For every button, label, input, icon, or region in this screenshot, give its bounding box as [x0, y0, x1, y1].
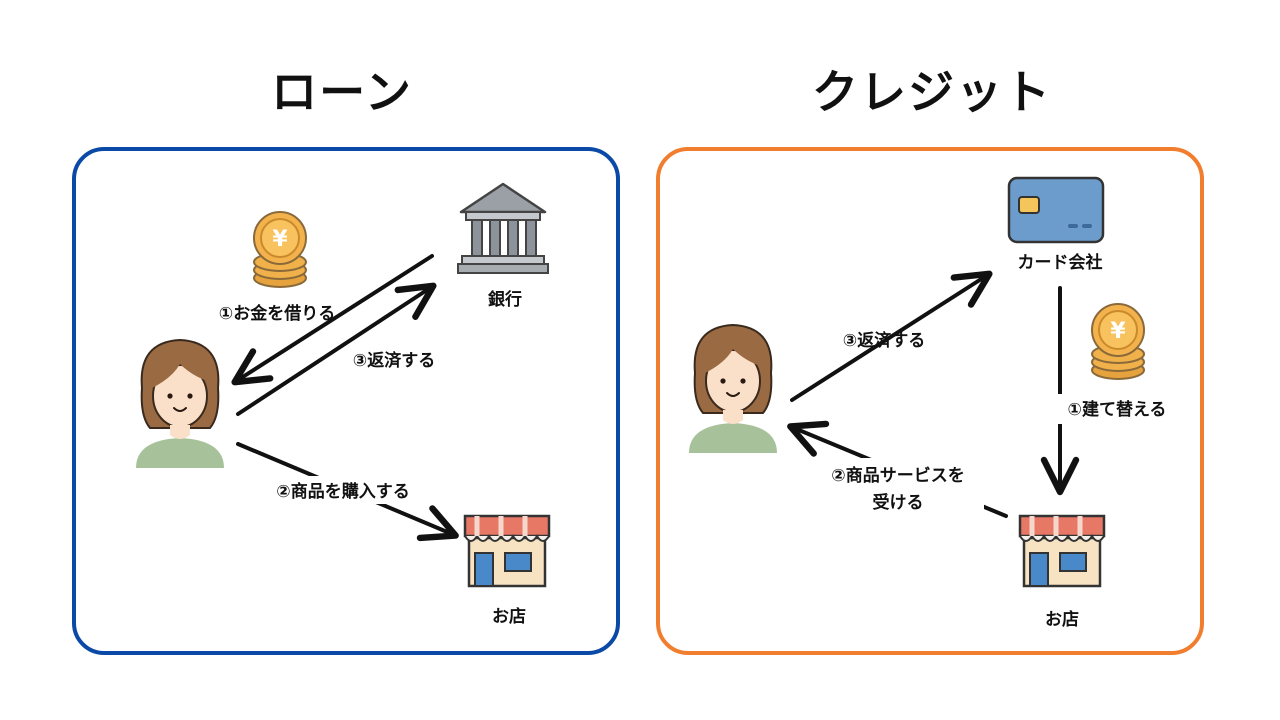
loan-repay-arrow	[236, 282, 437, 416]
credit-title: クレジット	[812, 65, 1052, 119]
credit-receive-label-line1: ②商品サービスを	[831, 465, 964, 486]
loan-coin-stack-icon	[253, 211, 307, 288]
loan-purchase-label: ②商品を購入する	[276, 481, 409, 502]
loan-shop-icon	[465, 516, 549, 586]
bank-label: 銀行	[488, 289, 522, 310]
card-company-label: カード会社	[1018, 252, 1103, 273]
loan-borrow-arrow	[231, 254, 434, 386]
credit-person-icon	[688, 324, 778, 454]
loan-borrow-label: ①お金を借りる	[219, 303, 335, 324]
bank-icon	[457, 182, 549, 274]
loan-repay-label: ③返済する	[353, 350, 435, 371]
credit-shop-label: お店	[1045, 609, 1079, 630]
credit-shop-icon	[1020, 516, 1104, 586]
credit-coin-stack-icon	[1091, 303, 1145, 380]
credit-card-icon	[1007, 176, 1105, 244]
credit-receive-label-line2: 受ける	[873, 492, 924, 513]
loan-title: ローン	[271, 65, 413, 119]
loan-shop-label: お店	[492, 606, 526, 627]
loan-person-icon	[135, 339, 225, 469]
credit-repay-label: ③返済する	[843, 330, 925, 351]
credit-repay-arrow	[790, 270, 993, 402]
credit-advance-label: ①建て替える	[1068, 399, 1167, 420]
